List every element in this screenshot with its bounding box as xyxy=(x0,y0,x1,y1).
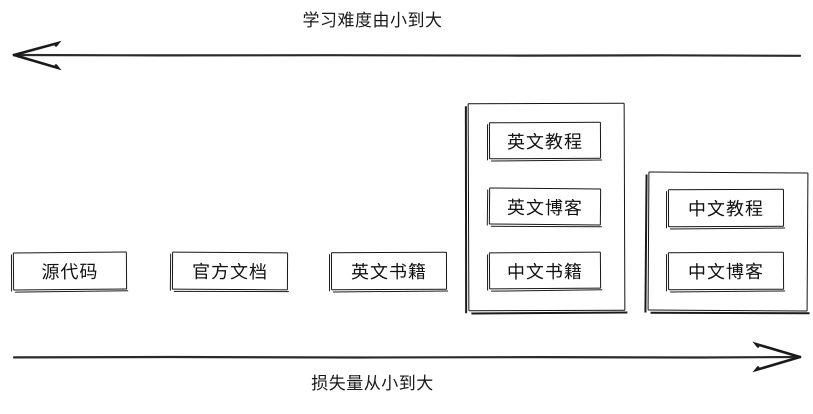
node-chinese-books[interactable]: 中文书籍 xyxy=(488,251,602,290)
right-arrow-icon xyxy=(12,341,802,373)
node-source-code[interactable]: 源代码 xyxy=(12,251,128,291)
node-official-docs[interactable]: 官方文档 xyxy=(171,251,289,291)
node-label: 官方文档 xyxy=(191,261,269,284)
left-arrow-icon xyxy=(12,40,802,71)
top-axis-label: 学习难度由小到大 xyxy=(302,11,443,31)
node-chinese-blog[interactable]: 中文博客 xyxy=(667,251,785,291)
node-chinese-tutorial[interactable]: 中文教程 xyxy=(667,188,785,228)
node-label: 中文博客 xyxy=(687,261,765,284)
node-label: 英文书籍 xyxy=(350,261,428,284)
node-label: 英文博客 xyxy=(506,197,584,219)
node-english-books[interactable]: 英文书籍 xyxy=(330,251,448,291)
node-english-tutorial[interactable]: 英文教程 xyxy=(488,121,602,160)
bottom-axis-label: 损失量从小到大 xyxy=(311,374,434,394)
node-label: 中文书籍 xyxy=(506,261,584,283)
node-english-blog[interactable]: 英文博客 xyxy=(488,187,602,226)
node-label: 源代码 xyxy=(41,261,99,284)
node-label: 英文教程 xyxy=(506,131,584,153)
node-label: 中文教程 xyxy=(687,198,765,221)
